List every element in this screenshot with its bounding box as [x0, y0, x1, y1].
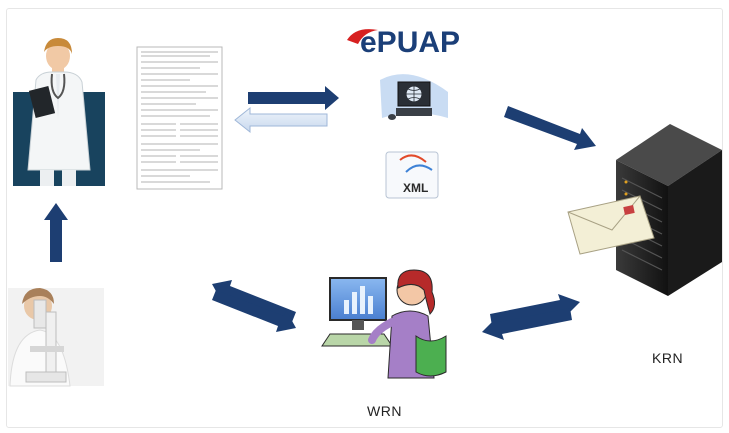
lab-technician-illustration	[8, 288, 104, 387]
doctor-head	[46, 42, 70, 70]
form-lines	[141, 51, 218, 183]
microscope-arm	[45, 311, 57, 373]
arrow-server-to-wrn	[482, 308, 572, 340]
chart-bar	[352, 292, 357, 314]
wrn-monitor	[329, 277, 387, 321]
arrow-epuap-to-server	[504, 106, 596, 150]
microscope-base	[25, 371, 67, 383]
wrn-keyboard	[321, 333, 393, 347]
form-sheet	[136, 46, 223, 190]
chart-bar	[368, 296, 373, 314]
wrn-chair	[415, 335, 447, 377]
wrn-worker-hair	[397, 269, 436, 315]
xml-tag-left	[399, 154, 427, 163]
xml-document-icon: XML	[385, 151, 439, 199]
doctor-leg-right	[62, 170, 76, 186]
xml-tag-right	[405, 164, 433, 173]
computer-mouse	[388, 114, 396, 120]
computer-keyboard	[396, 108, 432, 116]
stethoscope-icon	[50, 73, 66, 100]
wrn-monitor-stand	[352, 320, 364, 330]
wrn-worker-arm	[368, 318, 396, 344]
microscope-eyepiece	[33, 299, 47, 329]
xml-label: XML	[403, 181, 428, 195]
chart-bar	[360, 286, 365, 314]
doctor-illustration	[13, 38, 105, 186]
server-side	[668, 150, 722, 296]
chart-bar	[344, 300, 349, 314]
xml-document-sheet	[385, 151, 439, 199]
wrn-worker-illustration	[321, 269, 447, 379]
doctor-hair	[44, 38, 72, 54]
form-document-icon	[136, 46, 223, 190]
lab-technician-hair	[22, 288, 54, 304]
doctor-leg-left	[40, 170, 54, 186]
envelope-stamp	[623, 205, 635, 215]
wrn-label: WRN	[367, 403, 402, 419]
server-top	[616, 124, 722, 186]
arrow-epuap-to-form	[234, 106, 328, 134]
arrow-lab-to-doctor	[44, 203, 68, 262]
epuap-logo-swoosh	[347, 29, 378, 44]
doctor-clipboard	[28, 85, 56, 119]
envelope-icon	[567, 195, 655, 255]
microscope-stage	[30, 346, 64, 352]
epuap-logo-text: ePUAP	[360, 26, 460, 59]
arrow-form-to-epuap	[248, 86, 339, 110]
computer-globe-icon	[380, 74, 448, 120]
arrow-wrn-to-server	[490, 294, 580, 326]
epuap-logo: ePUAP	[347, 26, 460, 59]
krn-label: KRN	[652, 350, 684, 366]
arrow-wrn-to-lab	[212, 280, 296, 322]
arrow-lab-to-wrn	[212, 290, 296, 332]
